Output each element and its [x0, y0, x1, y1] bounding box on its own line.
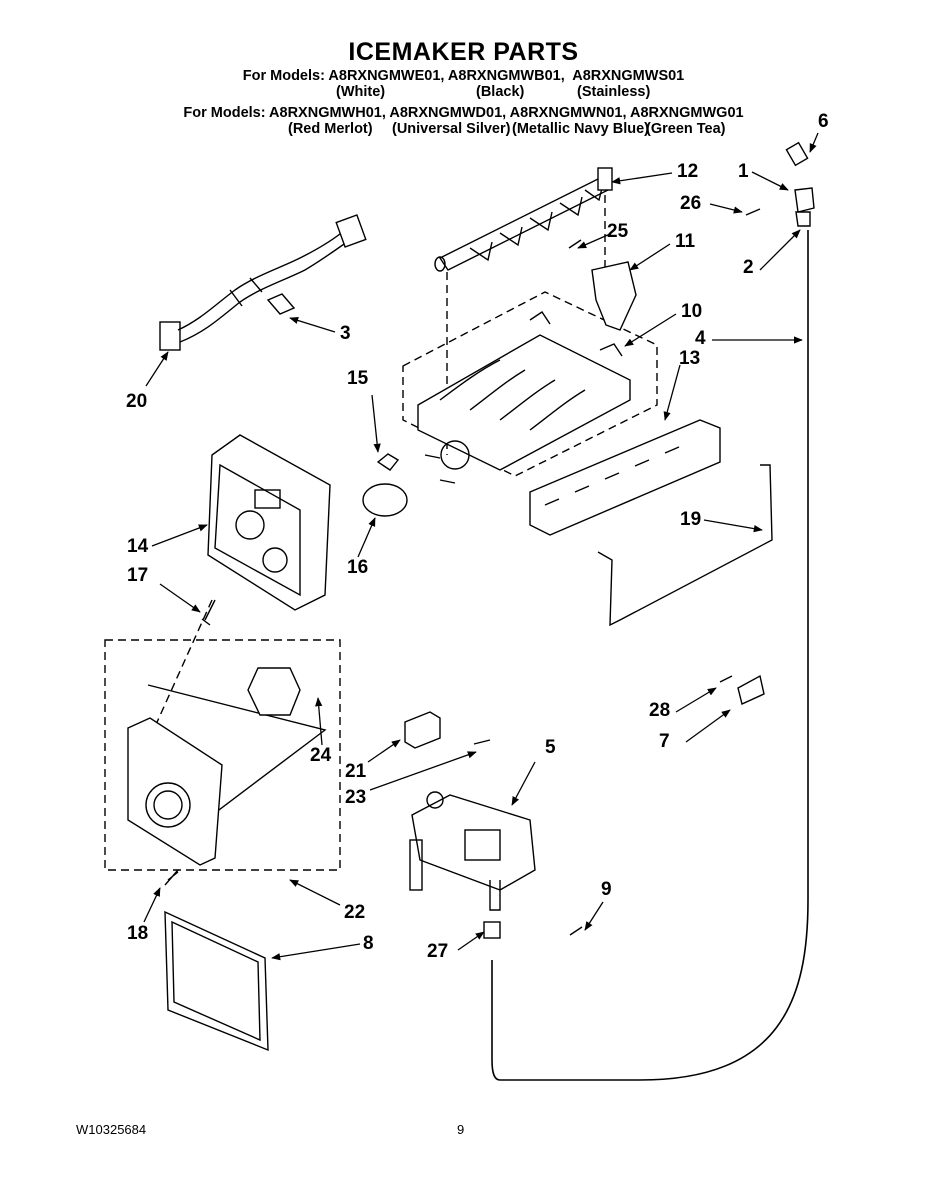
callout-3: 3	[340, 323, 351, 344]
callout-24: 24	[310, 745, 332, 766]
fill-tube-part	[491, 230, 809, 1081]
page-title: ICEMAKER PARTS	[348, 38, 579, 66]
callout-19: 19	[680, 509, 702, 530]
callout-18: 18	[127, 923, 149, 944]
screw-25	[568, 239, 582, 249]
models-line-2: For Models: A8RXNGMWH01, A8RXNGMWD01, A8…	[183, 105, 744, 121]
callout-11: 11	[675, 231, 696, 252]
callout-12: 12	[677, 161, 699, 182]
module-cover-part	[164, 910, 269, 1052]
callout-10: 10	[681, 301, 703, 322]
callout-8: 8	[363, 933, 374, 954]
screw-6	[785, 141, 809, 167]
fitting-part	[794, 187, 815, 213]
color-white: (White)	[336, 84, 386, 100]
color-metallic-navy-blue: (Metallic Navy Blue)	[512, 121, 649, 137]
callout-14: 14	[127, 536, 149, 557]
screw-17	[201, 599, 216, 626]
color-black: (Black)	[476, 84, 525, 100]
module-housing-part	[207, 434, 331, 611]
screw-28	[719, 675, 733, 683]
callout-7: 7	[659, 731, 670, 752]
ejector-part	[434, 167, 613, 272]
callout-17: 17	[127, 565, 149, 586]
harness-clip-part	[266, 293, 296, 315]
color-red-merlot: (Red Merlot)	[288, 121, 373, 137]
color-universal-silver: (Universal Silver)	[392, 121, 511, 137]
document-number: W10325684	[76, 1122, 147, 1137]
callout-1: 1	[738, 161, 749, 182]
callout-2: 2	[743, 257, 754, 278]
callout-22: 22	[344, 902, 366, 923]
callout-15: 15	[347, 368, 369, 389]
nut-part	[483, 921, 501, 939]
module-assembly-outline	[104, 639, 341, 871]
screw-18	[164, 869, 179, 886]
callout-20: 20	[126, 391, 148, 412]
models-line-1: For Models: A8RXNGMWE01, A8RXNGMWB01, A8…	[242, 68, 685, 84]
wire-harness-part	[159, 214, 367, 351]
callout-5: 5	[545, 737, 556, 758]
color-stainless: (Stainless)	[577, 84, 651, 100]
module-plate-part	[127, 717, 223, 866]
leader-lines	[143, 132, 819, 961]
callout-6: 6	[818, 111, 829, 132]
callout-26: 26	[680, 193, 702, 214]
motor-part	[247, 667, 301, 716]
callout-16: 16	[347, 557, 369, 578]
screw-26	[745, 208, 761, 216]
mold-assembly-outline	[402, 291, 658, 477]
callout-4: 4	[695, 328, 706, 349]
callout-13: 13	[679, 348, 701, 369]
stripper-part	[529, 419, 721, 536]
callout-9: 9	[601, 879, 612, 900]
ice-mold-part	[417, 311, 631, 471]
fill-cup-part	[591, 261, 637, 331]
callout-27: 27	[427, 941, 449, 962]
bracket-part	[404, 711, 441, 749]
thermostat-clip-part	[376, 453, 400, 471]
callout-25: 25	[607, 221, 629, 242]
thermostat-part	[362, 483, 408, 517]
callout-28: 28	[649, 700, 671, 721]
clamp-part	[737, 674, 765, 705]
page-number: 9	[457, 1122, 465, 1137]
callout-23: 23	[345, 787, 367, 808]
shutoff-arm-part	[597, 464, 773, 627]
screw-23	[473, 739, 491, 745]
water-valve-part	[409, 791, 536, 911]
screw-9	[569, 926, 583, 936]
callout-21: 21	[345, 761, 367, 782]
color-green-tea: (Green Tea)	[646, 121, 726, 137]
